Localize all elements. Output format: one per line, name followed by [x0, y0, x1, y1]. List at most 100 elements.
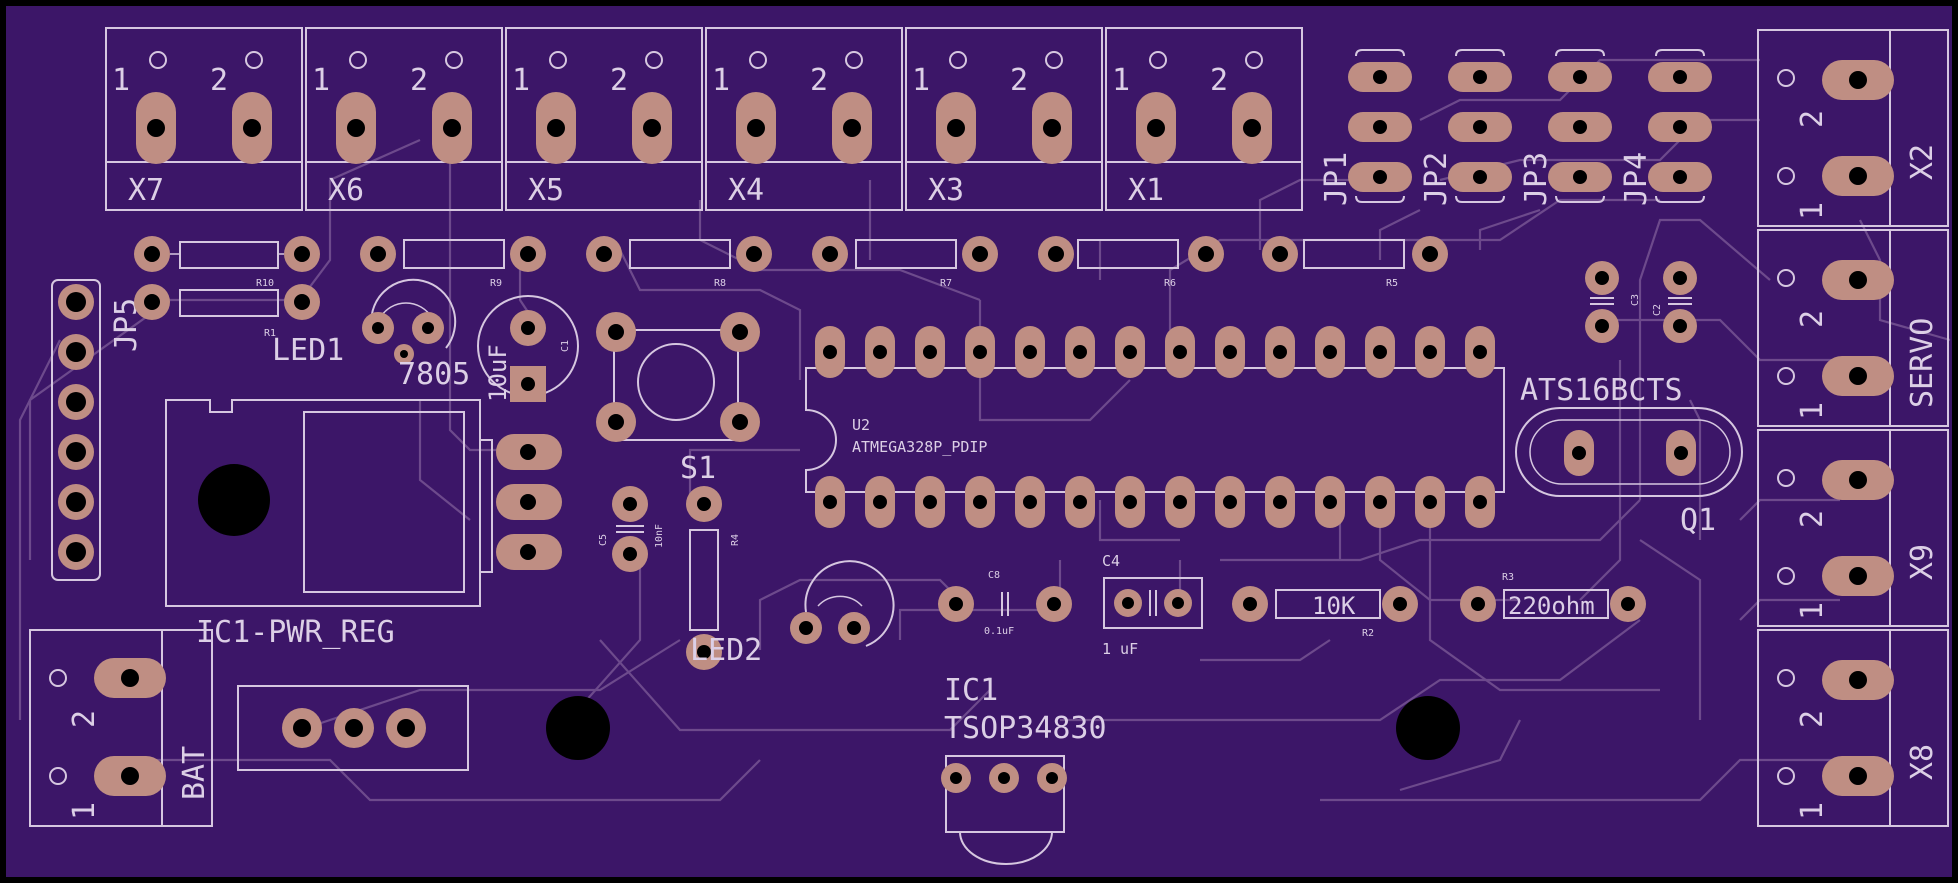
terminal-x8: 2 1 X8: [1757, 629, 1949, 827]
pushbutton-s1: S1: [596, 312, 760, 486]
terminal-x8-pin2-label: 2: [1795, 710, 1830, 728]
mounting-hole-right: [1396, 696, 1460, 760]
mcu-pin-drill: [1073, 345, 1087, 359]
pushbutton-s1-label: S1: [680, 451, 716, 486]
mcu-pin-drill: [973, 495, 987, 509]
terminal-x9-pin2-label: 2: [1795, 510, 1830, 528]
terminal-x3: 1 2 X3: [905, 27, 1103, 211]
resistor-r10: R10: [134, 236, 320, 289]
resistor-r2-label: R2: [1362, 628, 1374, 639]
capacitor-c4-label: C4: [1102, 552, 1120, 570]
regulator-name-label: IC1-PWR_REG: [196, 615, 395, 650]
terminal-servo: 2 1 SERVO: [1757, 229, 1949, 427]
led-2: LED2: [690, 560, 895, 668]
terminal-x9-label: X9: [1905, 544, 1940, 580]
mcu-pin-drill: [1123, 495, 1137, 509]
terminal-x6: 1 2 X6: [305, 27, 503, 211]
mcu-u2-part: ATMEGA328P_PDIP: [852, 438, 987, 456]
terminal-x1-label: X1: [1128, 173, 1164, 208]
regulator-mount-hole: [198, 464, 270, 536]
crystal-q1-ref: Q1: [1680, 503, 1716, 538]
crystal-q1-part: ATS16BCTS: [1520, 373, 1683, 408]
jumper-jp4-label: JP4: [1619, 152, 1654, 206]
terminal-x3-label: X3: [928, 173, 964, 208]
mcu-pin-drill: [1423, 495, 1437, 509]
terminal-x6-pin2-label: 2: [410, 63, 428, 98]
jumper-jp4: JP4: [1619, 49, 1712, 206]
terminal-x2-pin1-label: 1: [1795, 202, 1830, 220]
capacitor-c5: C5 10nF: [598, 486, 665, 572]
led-2-label: LED2: [690, 633, 762, 668]
terminal-x8-pin1-label: 1: [1795, 802, 1830, 820]
terminal-x7-pin1-label: 1: [112, 63, 130, 98]
capacitor-c3: C3: [1585, 261, 1641, 343]
resistor-r3: 220ohm R3: [1460, 572, 1646, 622]
mcu-pin-drill: [1473, 495, 1487, 509]
led-1: LED1: [272, 278, 457, 368]
terminal-bat: 2 1 BAT: [29, 629, 213, 827]
resistor-r7-label: R7: [940, 278, 952, 289]
terminal-x1-pin2-label: 2: [1210, 63, 1228, 98]
jumper-jp1-label: JP1: [1319, 152, 1354, 206]
capacitor-c1-label: C1: [560, 340, 571, 352]
terminal-x9: 2 1 X9: [1757, 429, 1949, 627]
led-1-label: LED1: [272, 333, 344, 368]
terminal-x1: 1 2 X1: [1105, 27, 1303, 211]
terminal-x2-label: X2: [1905, 144, 1940, 180]
terminal-x4-pin1-label: 1: [712, 63, 730, 98]
resistor-r3-label: R3: [1502, 572, 1514, 583]
capacitor-c4-value: 1 uF: [1102, 640, 1138, 658]
copper-traces: [18, 58, 1951, 802]
capacitor-c8-value: 0.1uF: [984, 626, 1014, 637]
terminal-x8-label: X8: [1905, 744, 1940, 780]
resistor-r4: R4: [686, 486, 741, 670]
resistor-r5-label: R5: [1386, 278, 1398, 289]
resistor-r9-label: R9: [490, 278, 502, 289]
resistor-r1: R1: [134, 284, 320, 339]
terminal-x5-pin2-label: 2: [610, 63, 628, 98]
resistor-r4-label: R4: [730, 534, 741, 546]
mcu-pin-drill: [1373, 345, 1387, 359]
ir-receiver-ref: IC1: [944, 673, 998, 708]
terminal-bat-pin2-label: 2: [67, 710, 102, 728]
mcu-pin-drill: [1273, 345, 1287, 359]
jumper-jp3-label: JP3: [1519, 152, 1554, 206]
mcu-pin-drill: [1223, 495, 1237, 509]
resistor-r8-label: R8: [714, 278, 726, 289]
mcu-pin-drill: [873, 495, 887, 509]
terminal-x6-label: X6: [328, 173, 364, 208]
capacitor-c2: C2: [1652, 261, 1697, 343]
resistor-r6: R6: [1038, 236, 1224, 289]
capacitor-c1: C1 10uF: [477, 295, 579, 402]
terminal-bat-label: BAT: [177, 746, 212, 800]
mcu-pin-drill: [973, 345, 987, 359]
mcu-pin-drill: [1273, 495, 1287, 509]
terminal-x5: 1 2 X5: [505, 27, 703, 211]
terminal-x5-pin1-label: 1: [512, 63, 530, 98]
terminal-x4: 1 2 X4: [705, 27, 903, 211]
resistor-r2-value: 10K: [1312, 592, 1356, 620]
mcu-pin-drill: [1423, 345, 1437, 359]
terminal-x7-pin2-label: 2: [210, 63, 228, 98]
terminal-servo-pin2-label: 2: [1795, 310, 1830, 328]
resistor-r7: R7: [812, 236, 998, 289]
resistor-r5: R5: [1262, 236, 1448, 289]
mcu-pin-drill: [1023, 345, 1037, 359]
terminal-x4-pin2-label: 2: [810, 63, 828, 98]
power-regulator: 7805 IC1-PWR_REG: [165, 357, 562, 650]
terminal-x4-label: X4: [728, 173, 764, 208]
capacitor-c3-label: C3: [1630, 294, 1641, 306]
mcu-pin-drill: [1023, 495, 1037, 509]
terminal-x5-label: X5: [528, 173, 564, 208]
terminal-bat-pin1-label: 1: [67, 802, 102, 820]
mcu-u2-ref: U2: [852, 416, 870, 434]
resistor-r9: R9: [360, 236, 546, 289]
resistor-r8: R8: [586, 236, 772, 289]
crystal-q1: ATS16BCTS Q1: [1515, 373, 1743, 538]
mcu-pin-drill: [1173, 345, 1187, 359]
mcu-pin-drill: [1473, 345, 1487, 359]
regulator-part-label: 7805: [398, 357, 470, 392]
capacitor-c5-value: 10nF: [654, 524, 665, 548]
resistor-r3-value: 220ohm: [1508, 592, 1595, 620]
